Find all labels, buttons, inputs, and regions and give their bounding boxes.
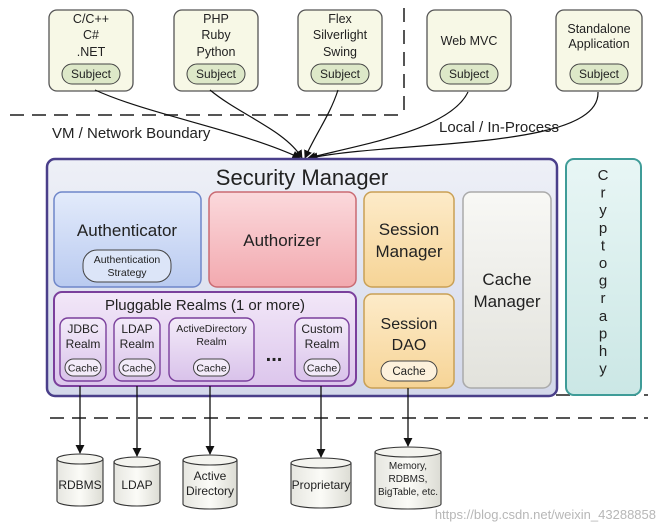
arrow-client-1 [94, 89, 301, 159]
datastore-label: Memory, [389, 461, 427, 472]
cryptography-letter: p [599, 325, 607, 342]
pluggable-realms-title: Pluggable Realms (1 or more) [105, 297, 305, 314]
cache-manager-line1: Cache [482, 270, 531, 289]
client-arrows [94, 89, 599, 161]
datastore-label: RDBMS [58, 478, 101, 492]
client-label: C# [83, 28, 99, 42]
datastore-4: Proprietary [290, 457, 352, 509]
realm-label: Realm [305, 337, 340, 351]
realm-label: Realm [66, 337, 101, 351]
datastore-arrows [75, 386, 413, 458]
session-manager-line1: Session [379, 220, 439, 239]
realm-label: Realm [120, 337, 155, 351]
cache-manager-line2: Manager [473, 292, 540, 311]
client-label: Ruby [201, 28, 231, 42]
pluggable-realms-box: Pluggable Realms (1 or more) JDBCRealmCa… [53, 291, 357, 387]
datastore-label: Active [194, 469, 227, 483]
arrow-client-5 [309, 91, 599, 161]
realm-label: Realm [196, 336, 227, 348]
client-label: Application [568, 37, 629, 51]
local-in-process-label: Local / In-Process [439, 119, 559, 136]
datastore-3: ActiveDirectory [182, 454, 238, 510]
client-label: Web MVC [441, 34, 498, 48]
realms-ellipsis: ... [266, 344, 283, 366]
vm-network-boundary-label: VM / Network Boundary [52, 125, 211, 142]
authentication-strategy-line2: Strategy [107, 267, 147, 279]
security-manager-title: Security Manager [216, 165, 388, 190]
cryptography-letter: h [599, 343, 607, 360]
subject-label: Subject [196, 67, 237, 81]
session-dao-line1: Session [381, 316, 438, 333]
session-manager-line2: Manager [375, 242, 442, 261]
client-label: Silverlight [313, 28, 368, 42]
cryptography-letter: y [599, 202, 607, 219]
cryptography-letter: o [599, 255, 607, 272]
realm-label: ActiveDirectory [176, 323, 247, 335]
authentication-strategy-line1: Authentication [94, 254, 161, 266]
session-dao-line2: DAO [392, 337, 427, 354]
datastore-label: LDAP [121, 478, 152, 492]
session-dao-box: Session DAO Cache [363, 293, 455, 389]
cryptography-letter: y [599, 361, 607, 378]
client-box-1: C/C++ C# .NET Subject [48, 9, 134, 92]
realm-cache-label: Cache [196, 363, 227, 375]
client-label: Python [197, 45, 236, 59]
cryptography-letter: a [599, 308, 608, 325]
authenticator-box: Authenticator Authentication Strategy [53, 191, 202, 288]
realm-list: JDBCRealmCacheLDAPRealmCacheActiveDirect… [59, 317, 350, 382]
cryptography-letter: r [601, 290, 606, 307]
client-box-4: Web MVC Subject [426, 9, 512, 92]
client-label: C/C++ [73, 12, 109, 26]
authorizer-box: Authorizer [208, 191, 357, 288]
datastore-label: Directory [186, 484, 234, 498]
cryptography-letter: t [601, 237, 606, 254]
realm-label: LDAP [121, 322, 152, 336]
cryptography-letter: p [599, 220, 607, 237]
datastore-5: Memory, RDBMS, BigTable, etc. [374, 446, 442, 510]
datastore-label: RDBMS, [389, 474, 428, 485]
session-dao-cache-label: Cache [392, 366, 425, 378]
arrow-client-4 [307, 91, 469, 161]
client-label: Flex [328, 12, 352, 26]
datastore-list: RDBMS LDAP ActiveDirectory Proprietary Memor… [56, 446, 442, 510]
realm-cache-label: Cache [68, 363, 99, 375]
watermark-text: https://blog.csdn.net/weixin_43288858 [435, 507, 656, 522]
arrow-client-2 [209, 89, 303, 159]
realm-cache-label: Cache [122, 363, 153, 375]
client-label: .NET [77, 45, 106, 59]
client-label: Swing [323, 45, 357, 59]
cryptography-letter: r [601, 185, 606, 202]
cryptography-letter: g [599, 273, 607, 290]
subject-label: Subject [71, 67, 112, 81]
subject-label: Subject [320, 67, 361, 81]
client-boxes: C/C++C#.NETSubjectPHPRubyPythonSubjectFl… [48, 9, 643, 92]
realm-label: JDBC [67, 322, 99, 336]
client-label: Standalone [567, 22, 630, 36]
datastore-label: BigTable, etc. [378, 487, 438, 498]
client-label: PHP [203, 12, 229, 26]
subject-label: Subject [579, 67, 620, 81]
datastore-label: Proprietary [292, 478, 351, 492]
cryptography-letter: C [598, 167, 609, 184]
realm-label: Custom [301, 322, 342, 336]
datastore-2: LDAP [113, 456, 161, 507]
cache-manager-box: Cache Manager [462, 191, 552, 389]
authenticator-title: Authenticator [77, 221, 178, 240]
realm-cache-label: Cache [307, 363, 338, 375]
arrow-client-3 [304, 89, 339, 159]
authorizer-title: Authorizer [243, 231, 321, 250]
datastore-1: RDBMS [56, 453, 104, 507]
session-manager-box: Session Manager [363, 191, 455, 288]
subject-label: Subject [449, 67, 490, 81]
